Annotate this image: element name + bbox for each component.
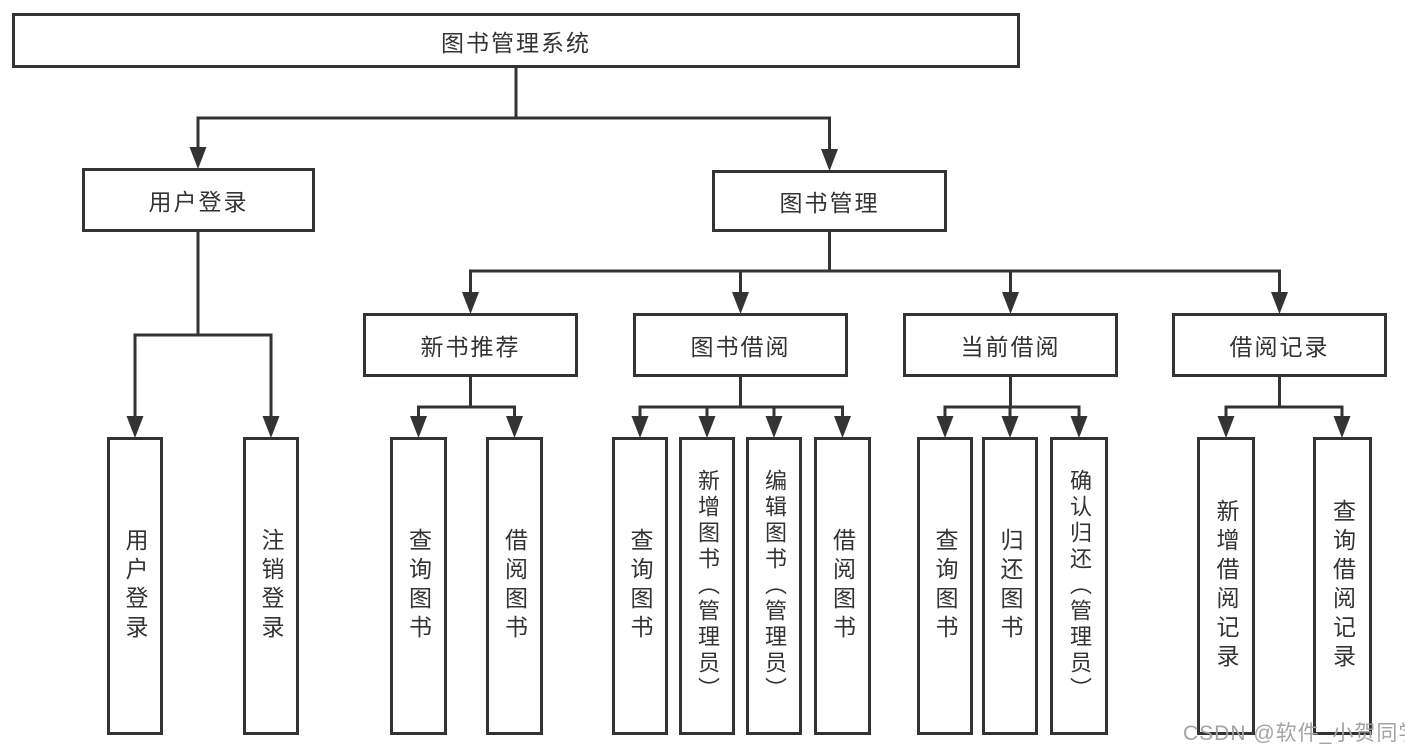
leaf-record-query: 查询借阅记录	[1313, 437, 1372, 735]
node-root-label: 图书管理系统	[441, 29, 591, 56]
leaf-logout: 注销登录	[243, 437, 299, 735]
node-book-borrow-label: 图书借阅	[690, 334, 791, 360]
node-user-login: 用户登录	[82, 168, 315, 232]
node-current-borrow: 当前借阅	[903, 313, 1118, 377]
leaf-current-confirm-return-admin-label: 确认归还（管理员）	[1067, 469, 1092, 703]
node-new-book-recommend: 新书推荐	[363, 313, 578, 377]
leaf-current-return-books-label: 归还图书	[997, 528, 1023, 644]
leaf-newbook-query-books: 查询图书	[390, 437, 447, 735]
leaf-record-add: 新增借阅记录	[1197, 437, 1255, 735]
leaf-borrow-edit-books-admin: 编辑图书（管理员）	[746, 437, 802, 735]
node-book-management-label: 图书管理	[779, 190, 880, 216]
leaf-record-add-label: 新增借阅记录	[1213, 499, 1239, 673]
leaf-borrow-edit-books-admin-label: 编辑图书（管理员）	[762, 469, 787, 703]
node-book-management: 图书管理	[712, 170, 947, 232]
csdn-watermark: CSDN @软件_小贺同学	[1183, 722, 1405, 745]
leaf-current-confirm-return-admin: 确认归还（管理员）	[1050, 437, 1108, 735]
leaf-borrow-add-books-admin-label: 新增图书（管理员）	[695, 469, 720, 703]
leaf-borrow-query-books: 查询图书	[612, 437, 668, 735]
leaf-current-return-books: 归还图书	[982, 437, 1038, 735]
node-borrow-record: 借阅记录	[1172, 313, 1387, 377]
leaf-borrow-query-books-label: 查询图书	[627, 528, 653, 644]
leaf-current-query-books: 查询图书	[917, 437, 973, 735]
leaf-user-login-label: 用户登录	[122, 528, 148, 644]
leaf-newbook-borrow-books: 借阅图书	[486, 437, 543, 735]
leaf-newbook-query-books-label: 查询图书	[405, 528, 432, 644]
leaf-borrow-borrow-books: 借阅图书	[814, 437, 871, 735]
leaf-logout-label: 注销登录	[258, 528, 284, 644]
leaf-borrow-add-books-admin: 新增图书（管理员）	[679, 437, 735, 735]
node-book-borrow: 图书借阅	[633, 313, 848, 377]
node-borrow-record-label: 借阅记录	[1229, 334, 1330, 360]
leaf-record-query-label: 查询借阅记录	[1329, 499, 1356, 673]
node-root: 图书管理系统	[12, 13, 1020, 68]
leaf-user-login: 用户登录	[107, 437, 163, 735]
node-user-login-label: 用户登录	[148, 189, 249, 215]
leaf-current-query-books-label: 查询图书	[932, 528, 958, 644]
leaf-newbook-borrow-books-label: 借阅图书	[501, 528, 528, 644]
leaf-borrow-borrow-books-label: 借阅图书	[829, 528, 856, 644]
node-current-borrow-label: 当前借阅	[960, 334, 1061, 360]
node-new-book-recommend-label: 新书推荐	[420, 334, 521, 360]
